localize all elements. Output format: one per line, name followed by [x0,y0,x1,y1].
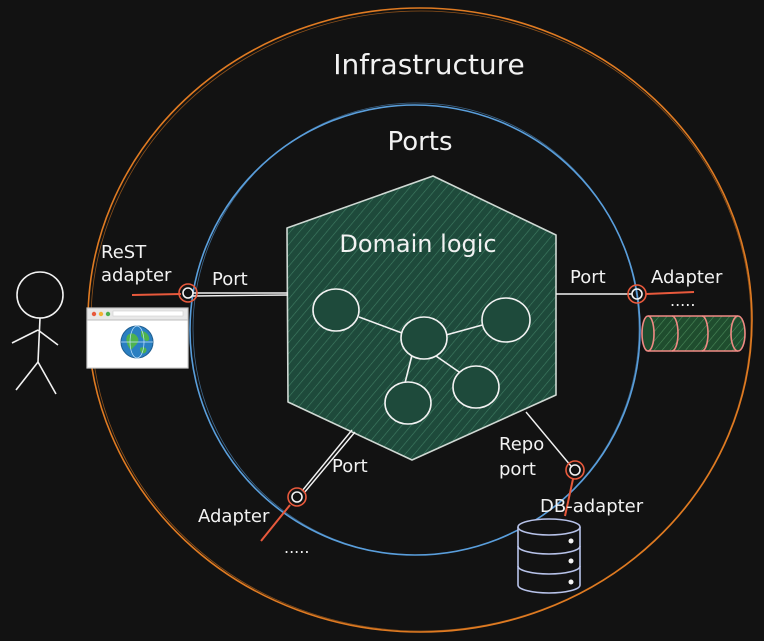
port-left-label: Port [212,269,248,290]
port-bottom-connector [301,429,353,492]
repo-port-label-line1: Repo [499,434,544,455]
port-bottom-connector-2 [303,431,356,494]
repo-port-circle [565,460,585,480]
rest-adapter-line [131,293,182,296]
repo-port-inner [569,464,581,476]
domain-node-3 [481,297,531,343]
domain-node-5 [452,365,500,409]
repo-port-label-line2: port [499,459,536,480]
domain-node-2 [400,316,448,360]
database-icon [517,518,581,594]
bottom-port-inner [291,491,303,503]
globe-icon [120,325,154,359]
db-adapter-label: DB-adapter [540,496,644,517]
domain-model-graph [312,288,531,425]
ports-ring-sketch [192,102,640,556]
adapter-bottom-label: Adapter [198,506,270,527]
rest-adapter-label-line2: adapter [101,265,172,286]
stick-figure-icon [11,271,64,395]
db-adapter-line [564,478,574,517]
right-adapter-line [645,291,695,295]
port-bottom-label: Port [332,456,368,477]
domain-node-1 [312,288,360,332]
rest-port-inner [182,287,194,299]
rest-port-circle [178,283,198,303]
browser-window-icon [86,307,189,369]
cylinder-icon [641,315,746,352]
dots-bottom-label: ..... [284,538,309,557]
repo-port-connector [525,411,572,467]
bottom-port-circle [287,487,307,507]
port-right-label: Port [570,267,606,288]
domain-logic-label: Domain logic [339,230,496,258]
port-left-connector-2 [192,294,289,297]
infrastructure-label: Infrastructure [333,48,525,81]
dots-right-label: ..... [670,291,695,310]
rest-adapter-label-line1: ReST [101,242,147,263]
ports-label: Ports [387,127,452,157]
right-port-inner [631,288,643,300]
adapter-right-label: Adapter [651,267,723,288]
bottom-adapter-line [260,504,291,542]
domain-node-4 [384,381,432,425]
